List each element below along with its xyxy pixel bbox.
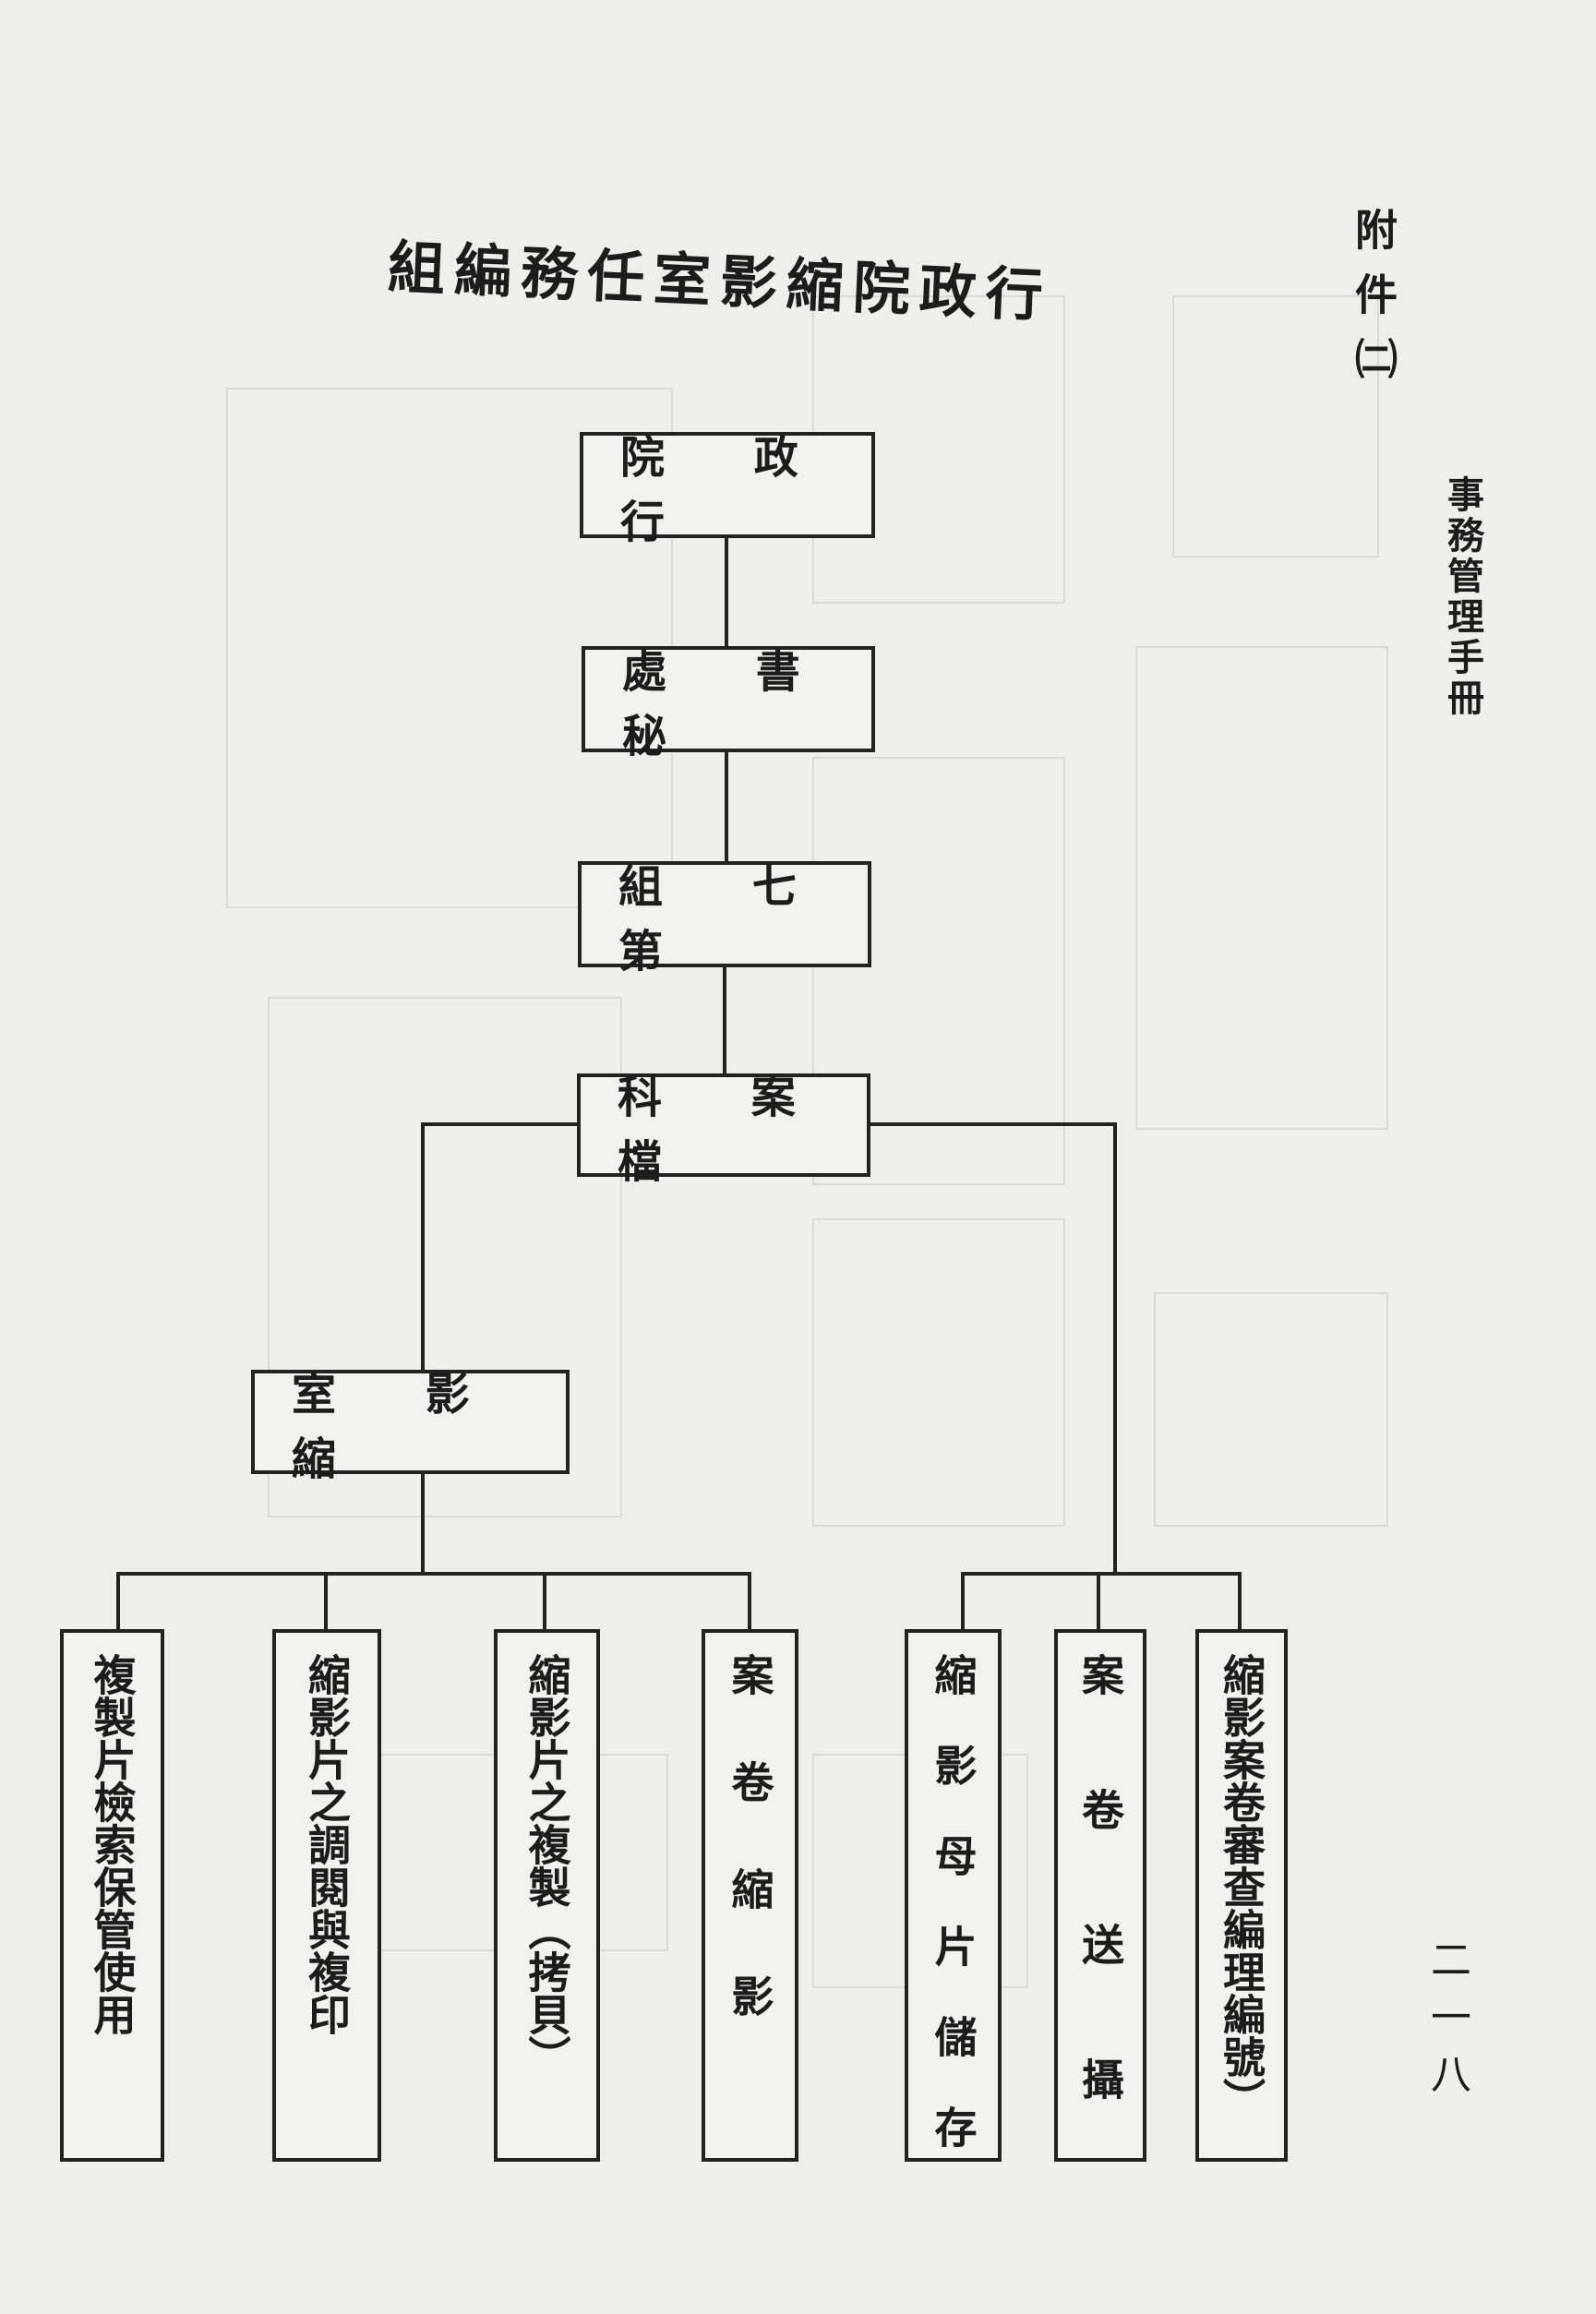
node-label: 科 案 檔: [618, 1072, 833, 1188]
leaf-film-duplication: 縮影片之複製︵拷貝︶: [494, 1629, 600, 2162]
leaf-master-storage: 縮影母片儲存: [905, 1629, 1002, 2196]
node-secretariat: 處 書 秘: [582, 646, 875, 762]
node-archives-section: 科 案 檔: [577, 1072, 870, 1188]
node-label: 處 書 秘: [622, 645, 837, 762]
leaf-label: 案卷縮影: [725, 1653, 775, 2081]
leaf-label: 縮影母片儲存: [928, 1653, 978, 2196]
leaf-file-review-numbering: 縮影案卷審查編理編號︶: [1195, 1629, 1288, 2162]
leaf-file-filming: 案卷縮影: [702, 1629, 798, 2162]
bleed-through-frame: [1154, 1292, 1388, 1527]
leaf-film-access-print: 縮影片之調閱與複印: [272, 1629, 381, 2162]
bleed-through-frame: [812, 1218, 1065, 1527]
leaf-file-dispatch: 案卷送攝: [1054, 1629, 1146, 2192]
bleed-through-frame: [268, 997, 622, 1517]
leaf-label: 案卷送攝: [1075, 1653, 1125, 2192]
leaf-label: 縮影片之複製︵拷貝︶: [522, 1653, 572, 2078]
node-label: 室 影 縮: [292, 1368, 507, 1485]
leaf-copy-retrieval: 複製片檢索保管使用: [60, 1629, 164, 2162]
leaf-label: 複製片檢索保管使用: [87, 1653, 138, 2035]
node-executive-yuan: 院 政 行: [580, 432, 875, 548]
bleed-through-frame: [1172, 295, 1379, 558]
page-number: 二一八: [1423, 1938, 1470, 2110]
node-microfilm-room: 室 影 縮: [251, 1369, 570, 1485]
node-label: 組 七 第: [618, 860, 834, 977]
manual-title: 事務管理手冊: [1441, 475, 1484, 719]
bleed-through-frame: [1135, 646, 1388, 1130]
attachment-label: 附件㈡: [1349, 208, 1398, 402]
bleed-through-frame: [812, 757, 1065, 1185]
leaf-label: 縮影片之調閱與複印: [302, 1653, 352, 2035]
leaf-label: 縮影案卷審查編理編號︶: [1217, 1653, 1266, 2120]
node-seventh-group: 組 七 第: [578, 861, 871, 977]
node-label: 院 政 行: [620, 431, 835, 548]
